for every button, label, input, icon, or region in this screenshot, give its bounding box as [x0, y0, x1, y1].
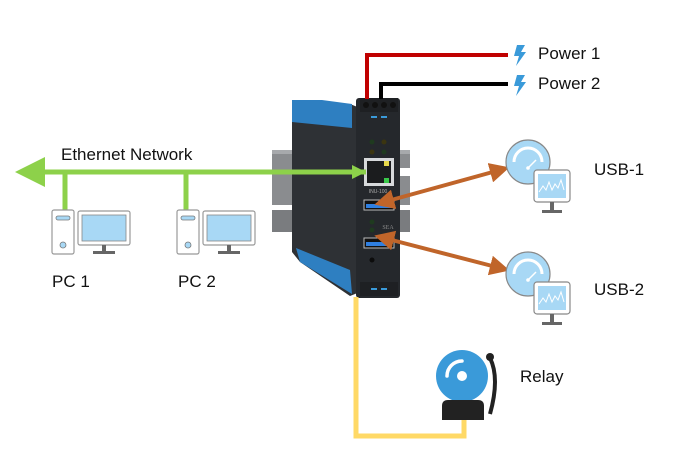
power1-wire	[365, 53, 508, 99]
usb1-label: USB-1	[594, 160, 645, 179]
relay-wire	[353, 297, 467, 439]
gateway-device: INU-100 SEA	[292, 98, 400, 298]
ethernet-network-label: Ethernet Network	[61, 145, 193, 164]
usb2-gauge-monitor-icon	[505, 251, 571, 325]
power2-label: Power 2	[538, 74, 601, 93]
pc2-computer-icon	[176, 209, 256, 255]
power1-lightning-icon	[514, 45, 526, 66]
usb1-link	[374, 163, 510, 209]
usb2-label: USB-2	[594, 280, 645, 299]
brand-label: SEA	[382, 225, 394, 231]
pc1-computer-icon	[51, 209, 131, 255]
model-label: INU-100	[369, 189, 388, 195]
relay-bell-icon	[436, 350, 497, 420]
pc2-label: PC 2	[178, 272, 216, 291]
relay-label: Relay	[520, 367, 564, 386]
power1-label: Power 1	[538, 44, 601, 63]
usb2-link	[374, 230, 510, 276]
power2-lightning-icon	[514, 75, 526, 96]
power2-wire	[379, 82, 508, 99]
usb1-gauge-monitor-icon	[505, 139, 571, 213]
pc1-label: PC 1	[52, 272, 90, 291]
